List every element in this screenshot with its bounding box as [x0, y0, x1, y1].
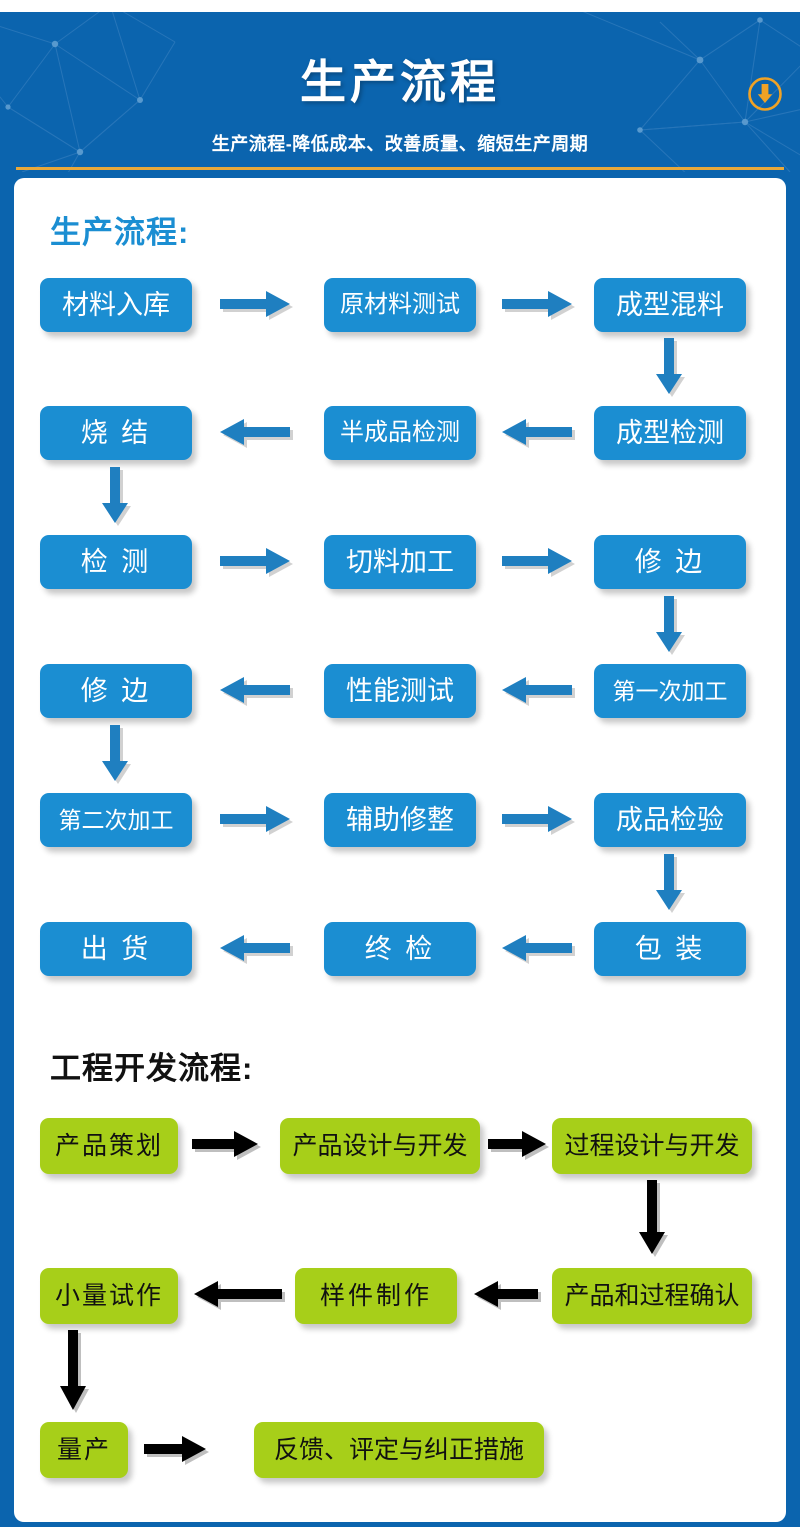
arrow-p11-p12 [220, 677, 298, 707]
arrow-p10-p11 [502, 677, 580, 707]
arrow-p17-p18 [220, 935, 298, 965]
arrow-e4-e5 [474, 1281, 552, 1311]
flow-node-p18[interactable]: 出 货 [40, 922, 192, 976]
flow-node-e5[interactable]: 样件制作 [295, 1268, 457, 1324]
flow-node-p2[interactable]: 原材料测试 [324, 278, 476, 332]
flow-node-label: 产品和过程确认 [564, 1281, 740, 1310]
flow-node-label: 量产 [56, 1435, 111, 1464]
flow-node-label: 辅助修整 [346, 804, 454, 835]
arrow-p6-p7 [102, 467, 132, 529]
flow-node-e7[interactable]: 量产 [40, 1422, 128, 1478]
arrow-p8-p9 [502, 548, 580, 578]
flow-node-p15[interactable]: 成品检验 [594, 793, 746, 847]
flow-node-e4[interactable]: 产品和过程确认 [552, 1268, 752, 1324]
arrow-p14-p15 [502, 806, 580, 836]
top-white-strip [0, 0, 800, 12]
flow-node-p5[interactable]: 半成品检测 [324, 406, 476, 460]
flow-node-p13[interactable]: 第二次加工 [40, 793, 192, 847]
section-title-engineering: 工程开发流程: [50, 1051, 254, 1086]
flow-node-label: 烧 结 [80, 417, 152, 448]
arrow-p5-p6 [220, 419, 298, 449]
flow-node-label: 第二次加工 [58, 806, 174, 833]
flow-node-p12[interactable]: 修 边 [40, 664, 192, 718]
content-card: 生产流程: 工程开发流程: 材料入库 原材料测试 成型混料 成型检测 半成品检测… [14, 178, 786, 1522]
flow-node-label: 包 装 [634, 933, 706, 964]
arrow-p7-p8 [220, 548, 298, 578]
flow-node-label: 第一次加工 [612, 677, 728, 704]
flow-node-label: 切料加工 [346, 546, 454, 577]
flow-node-label: 原材料测试 [340, 291, 460, 318]
flow-node-label: 出 货 [80, 933, 152, 964]
flow-node-p8[interactable]: 切料加工 [324, 535, 476, 589]
arrow-p3-p4 [656, 338, 686, 400]
arrow-p15-p16 [656, 854, 686, 916]
flow-node-p7[interactable]: 检 测 [40, 535, 192, 589]
arrow-p13-p14 [220, 806, 298, 836]
arrow-p1-p2 [220, 291, 298, 321]
page-subtitle: 生产流程-降低成本、改善质量、缩短生产周期 [211, 134, 589, 154]
page-title: 生产流程 [300, 56, 500, 108]
arrow-e7-e8 [144, 1436, 222, 1466]
arrow-e3-e4 [639, 1180, 669, 1262]
flow-node-label: 产品设计与开发 [292, 1131, 468, 1160]
flow-node-e1[interactable]: 产品策划 [40, 1118, 178, 1174]
flow-node-label: 成型检测 [616, 417, 724, 448]
flow-node-p16[interactable]: 包 装 [594, 922, 746, 976]
arrow-e1-e2 [192, 1131, 270, 1161]
flow-node-label: 反馈、评定与纠正措施 [273, 1435, 524, 1464]
flow-node-label: 性能测试 [346, 675, 454, 706]
flow-node-e3[interactable]: 过程设计与开发 [552, 1118, 752, 1174]
flow-node-p4[interactable]: 成型检测 [594, 406, 746, 460]
flow-node-label: 材料入库 [62, 289, 170, 320]
arrow-e6-e7 [60, 1330, 90, 1418]
flow-node-label: 修 边 [80, 675, 152, 706]
arrow-p12-p13 [102, 725, 132, 787]
flow-node-label: 检 测 [80, 546, 152, 577]
arrow-p9-p10 [656, 596, 686, 658]
flow-node-label: 过程设计与开发 [564, 1131, 740, 1160]
flow-node-label: 样件制作 [319, 1281, 432, 1310]
flow-node-label: 修 边 [634, 546, 706, 577]
arrow-e5-e6 [194, 1281, 285, 1311]
arrow-e2-e3 [488, 1131, 566, 1161]
flow-node-p3[interactable]: 成型混料 [594, 278, 746, 332]
network-pattern-decoration [0, 12, 800, 172]
flow-node-p17[interactable]: 终 检 [324, 922, 476, 976]
flow-node-label: 终 检 [364, 933, 436, 964]
flow-node-p14[interactable]: 辅助修整 [324, 793, 476, 847]
arrow-p16-p17 [502, 935, 580, 965]
flow-node-p6[interactable]: 烧 结 [40, 406, 192, 460]
download-circle-icon[interactable] [747, 76, 783, 112]
flow-node-label: 成型混料 [616, 289, 724, 320]
flow-node-p9[interactable]: 修 边 [594, 535, 746, 589]
flow-node-label: 产品策划 [54, 1131, 163, 1160]
page-header: 生产流程 生产流程-降低成本、改善质量、缩短生产周期 [0, 12, 800, 172]
flow-node-e6[interactable]: 小量试作 [40, 1268, 178, 1324]
flow-node-p1[interactable]: 材料入库 [40, 278, 192, 332]
flow-node-label: 小量试作 [54, 1281, 163, 1310]
section-title-production: 生产流程: [50, 215, 190, 250]
flow-node-label: 半成品检测 [340, 419, 460, 446]
arrow-p2-p3 [502, 291, 580, 321]
flow-node-p11[interactable]: 性能测试 [324, 664, 476, 718]
arrow-p4-p5 [502, 419, 580, 449]
flow-node-e8[interactable]: 反馈、评定与纠正措施 [254, 1422, 544, 1478]
flow-node-label: 成品检验 [616, 804, 724, 835]
flow-node-e2[interactable]: 产品设计与开发 [280, 1118, 480, 1174]
flow-node-p10[interactable]: 第一次加工 [594, 664, 746, 718]
header-accent-rule [16, 167, 784, 170]
